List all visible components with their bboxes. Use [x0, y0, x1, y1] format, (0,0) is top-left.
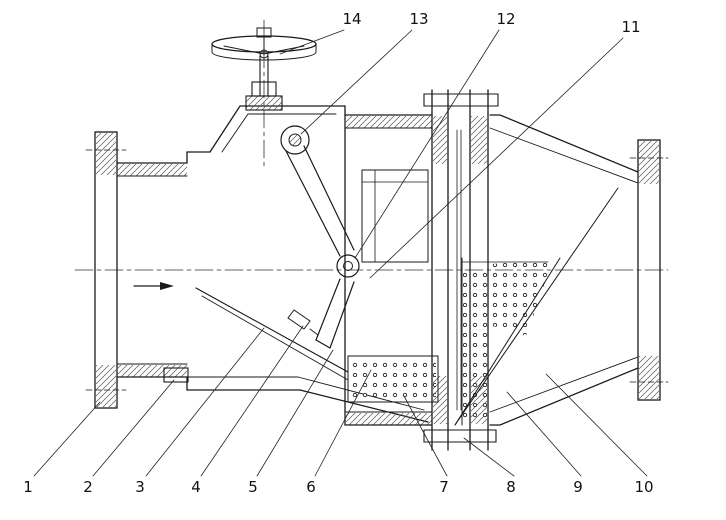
right-flange	[629, 139, 669, 401]
spool-section	[344, 105, 433, 426]
callout-7: 7	[439, 478, 449, 496]
callout-2: 2	[83, 478, 93, 496]
callout-12: 12	[496, 10, 515, 28]
perforated-diffuser	[454, 187, 619, 426]
bonnet	[209, 81, 346, 153]
callout-9: 9	[573, 478, 583, 496]
lever-arm	[280, 125, 360, 349]
right-cone	[489, 114, 639, 426]
leader-lines	[33, 29, 648, 477]
callout-14: 14	[342, 10, 361, 28]
callout-6: 6	[306, 478, 316, 496]
callout-10: 10	[634, 478, 653, 496]
flow-arrow	[133, 282, 174, 290]
callout-4: 4	[191, 478, 201, 496]
callout-13: 13	[409, 10, 428, 28]
callout-labels: 14 13 12 11 1 2 3 4 5 6 7 8 9 10	[23, 10, 653, 496]
handwheel	[211, 27, 317, 61]
callout-1: 1	[23, 478, 33, 496]
callout-8: 8	[506, 478, 516, 496]
perforated-tray	[347, 355, 439, 403]
seat-assembly	[195, 287, 349, 381]
valve-stem	[259, 55, 269, 97]
callout-3: 3	[135, 478, 145, 496]
spray-nozzle	[287, 309, 319, 336]
callout-5: 5	[248, 478, 258, 496]
callout-11: 11	[621, 18, 640, 36]
valve-body	[163, 151, 429, 423]
left-flange	[85, 131, 127, 409]
mid-flange	[423, 89, 499, 451]
